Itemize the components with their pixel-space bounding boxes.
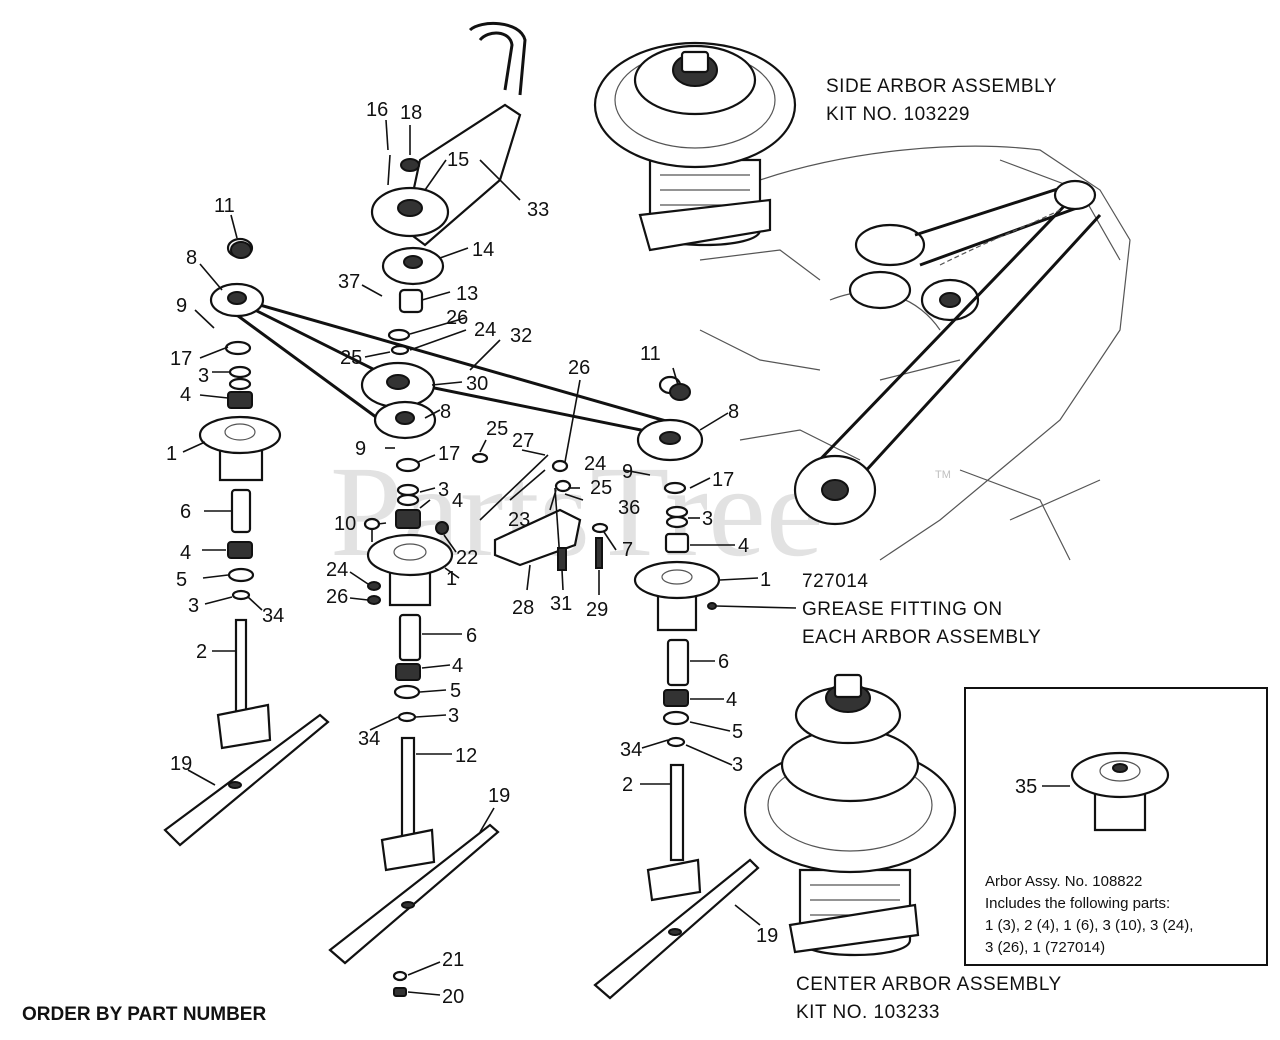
inset-line-2: Includes the following parts:: [985, 895, 1170, 912]
side-arbor-assembly: [593, 41, 797, 252]
order-by-part-number: ORDER BY PART NUMBER: [22, 1004, 266, 1025]
inset-callout-35: 35: [1015, 776, 1037, 798]
callout-1-right: 1: [760, 569, 771, 591]
callout-6-center: 6: [466, 625, 477, 647]
callout-28: 28: [512, 597, 534, 619]
callout-24-lower: 24: [326, 559, 348, 581]
callout-36: 36: [618, 497, 640, 519]
center-arbor-assembly: [743, 673, 957, 957]
callout-8-right: 8: [728, 401, 739, 423]
side-arbor-title: SIDE ARBOR ASSEMBLY: [826, 76, 1057, 97]
center-arbor-title: CENTER ARBOR ASSEMBLY: [796, 974, 1062, 995]
center-bracket: [230, 241, 691, 605]
callout-5-right: 5: [732, 721, 743, 743]
callout-14: 14: [472, 239, 494, 261]
callout-19-left: 19: [170, 753, 192, 775]
callout-21: 21: [442, 949, 464, 971]
callout-29: 29: [586, 599, 608, 621]
callout-1-left: 1: [166, 443, 177, 465]
callout-25-center: 25: [340, 347, 362, 369]
callout-15: 15: [447, 149, 469, 171]
leader-lines: [182, 119, 761, 996]
callout-33: 33: [527, 199, 549, 221]
callout-30: 30: [466, 373, 488, 395]
idler-bracket: [370, 21, 527, 314]
callout-22: 22: [456, 547, 478, 569]
callout-12: 12: [455, 745, 477, 767]
callout-13: 13: [456, 283, 478, 305]
left-spindle: [163, 237, 330, 847]
callout-3-right-top: 3: [702, 508, 713, 530]
callout-27: 27: [512, 430, 534, 452]
grease-fitting-part-number: 727014: [802, 571, 868, 592]
inset-line-4: 3 (26), 1 (727014): [985, 939, 1105, 956]
grease-note-line2: EACH ARBOR ASSEMBLY: [802, 627, 1041, 648]
callout-19-center: 19: [488, 785, 510, 807]
callout-8-center: 8: [440, 401, 451, 423]
callout-4-right-top: 4: [738, 535, 749, 557]
callout-17-left: 17: [170, 348, 192, 370]
callout-3-left-mid: 3: [188, 595, 199, 617]
callout-5-center: 5: [450, 680, 461, 702]
callout-24-center: 24: [474, 319, 496, 341]
callout-32: 32: [510, 325, 532, 347]
callout-9-right: 9: [622, 461, 633, 483]
callout-4-right-mid: 4: [726, 689, 737, 711]
callout-31: 31: [550, 593, 572, 615]
callout-18: 18: [400, 102, 422, 124]
callout-9-center: 9: [355, 438, 366, 460]
bg-pulley-2: [848, 270, 912, 310]
bg-pulley-1: [854, 223, 926, 267]
callout-3-left-top: 3: [198, 365, 209, 387]
inset-line-3: 1 (3), 2 (4), 1 (6), 3 (10), 3 (24),: [985, 917, 1193, 934]
callout-19-right: 19: [756, 925, 778, 947]
center-arbor-kit: KIT NO. 103233: [796, 1002, 940, 1023]
callout-11-left: 11: [214, 195, 235, 217]
callout-4-left-top: 4: [180, 384, 191, 406]
callout-9-left: 9: [176, 295, 187, 317]
arbor-assy-inset: 35 Arbor Assy. No. 108822 Includes the f…: [964, 687, 1268, 966]
callout-6-left: 6: [180, 501, 191, 523]
watermark-tm: TM: [935, 469, 951, 481]
callout-5-left: 5: [176, 569, 187, 591]
inset-line-1: Arbor Assy. No. 108822: [985, 873, 1142, 890]
callout-17-right: 17: [712, 469, 734, 491]
callout-4-center-top: 4: [452, 490, 463, 512]
callout-34-center: 34: [358, 728, 380, 750]
callout-7: 7: [622, 539, 633, 561]
callout-3-right-low: 3: [732, 754, 743, 776]
grease-note-line1: GREASE FITTING ON: [802, 599, 1003, 620]
callout-34-right: 34: [620, 739, 642, 761]
callout-16: 16: [366, 99, 388, 121]
callouts: 16 18 15 33 11 14 8 37 13 9 26 24 32 25 …: [166, 99, 778, 1008]
callout-1-center: 1: [446, 568, 457, 590]
right-spindle: [593, 375, 760, 1000]
callout-25-bracket: 25: [486, 418, 508, 440]
callout-3-center-low: 3: [448, 705, 459, 727]
callout-11-right: 11: [640, 343, 661, 365]
callout-6-right: 6: [718, 651, 729, 673]
center-spindle: [328, 328, 500, 997]
deck-background-sketch: [699, 145, 1131, 561]
callout-3-center-top: 3: [438, 479, 449, 501]
callout-17-center: 17: [438, 443, 460, 465]
callout-2-left: 2: [196, 641, 207, 663]
callout-26-lower: 26: [326, 586, 348, 608]
callout-10: 10: [334, 513, 356, 535]
callout-24-right: 24: [584, 453, 606, 475]
callout-26-center: 26: [446, 307, 468, 329]
side-arbor-kit: KIT NO. 103229: [826, 104, 970, 125]
callout-23: 23: [508, 509, 530, 531]
callout-4-left-mid: 4: [180, 542, 191, 564]
callout-20: 20: [442, 986, 464, 1008]
callout-4-center-mid: 4: [452, 655, 463, 677]
callout-2-right: 2: [622, 774, 633, 796]
callout-26-right: 26: [568, 357, 590, 379]
callout-34-left: 34: [262, 605, 284, 627]
callout-8-left: 8: [186, 247, 197, 269]
callout-37: 37: [338, 271, 360, 293]
callout-25-right: 25: [590, 477, 612, 499]
